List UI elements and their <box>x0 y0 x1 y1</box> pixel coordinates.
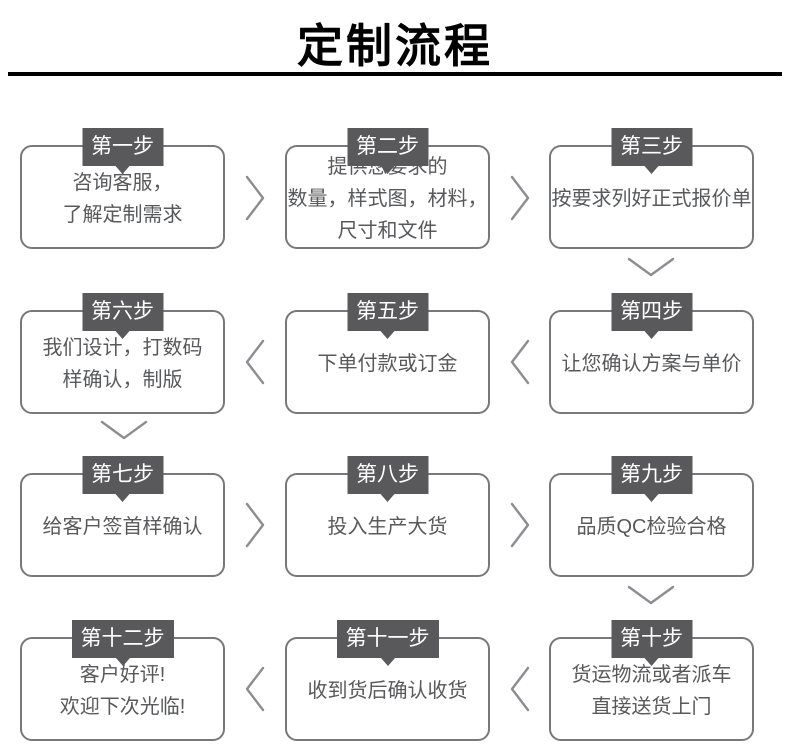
step-badge-label: 第十步 <box>620 627 683 650</box>
step-badge-label: 第三步 <box>620 135 683 158</box>
step-badge-label: 第一步 <box>91 135 154 158</box>
step-card-6: 我们设计，打数码 样确认，制版 第六步 <box>20 293 225 414</box>
chevron-down-icon <box>626 584 676 606</box>
step-badge-12: 第十二步 <box>71 620 174 666</box>
badge-notch-icon <box>644 658 659 673</box>
chevron-down-icon <box>626 256 676 278</box>
step-badge-label: 第十一步 <box>345 627 430 650</box>
step-badge-6: 第六步 <box>82 293 163 339</box>
step-badge-4: 第四步 <box>611 293 692 339</box>
badge-notch-icon <box>644 494 659 509</box>
badge-notch-icon <box>115 658 130 673</box>
step-badge-2: 第二步 <box>347 128 428 174</box>
step-card-11: 收到货后确认收货 第十一步 <box>285 620 490 741</box>
step-text: 数量，样式图，材料， <box>287 188 488 210</box>
step-box-2: 提供您要求的 数量，样式图，材料， 尺寸和文件 <box>285 145 490 249</box>
step-text: 投入生产大货 <box>327 516 448 538</box>
chevron-down-icon <box>99 419 149 441</box>
step-badge-5: 第五步 <box>347 293 428 339</box>
step-card-7: 给客户签首样确认 第七步 <box>20 456 225 577</box>
step-text: 咨询客服， <box>72 172 173 194</box>
chevron-right-icon <box>244 501 266 549</box>
step-badge-8: 第八步 <box>347 456 428 502</box>
step-badge-label: 第九步 <box>620 463 683 486</box>
badge-notch-icon <box>115 494 130 509</box>
step-box-8: 投入生产大货 <box>285 473 490 577</box>
step-badge-1: 第一步 <box>82 128 163 174</box>
step-badge-label: 第六步 <box>91 300 154 323</box>
step-text: 样确认，制版 <box>62 369 183 391</box>
step-box-5: 下单付款或订金 <box>285 310 490 414</box>
step-badge-9: 第九步 <box>611 456 692 502</box>
chevron-left-icon <box>509 338 531 386</box>
step-text: 收到货后确认收货 <box>307 680 468 702</box>
step-box-10: 货运物流或者派车 直接送货上门 <box>549 637 754 741</box>
step-text: 下单付款或订金 <box>317 353 458 375</box>
badge-notch-icon <box>380 494 395 509</box>
step-text: 欢迎下次光临! <box>59 696 186 718</box>
step-badge-label: 第五步 <box>356 300 419 323</box>
step-badge-7: 第七步 <box>82 456 163 502</box>
step-badge-label: 第八步 <box>356 463 419 486</box>
step-text: 我们设计，打数码 <box>42 337 203 359</box>
badge-notch-icon <box>380 166 395 181</box>
badge-notch-icon <box>380 331 395 346</box>
chevron-left-icon <box>509 665 531 713</box>
badge-notch-icon <box>115 331 130 346</box>
step-text: 了解定制需求 <box>62 204 183 226</box>
step-card-1: 咨询客服， 了解定制需求 第一步 <box>20 128 225 249</box>
badge-notch-icon <box>115 166 130 181</box>
step-card-5: 下单付款或订金 第五步 <box>285 293 490 414</box>
step-card-3: 按要求列好正式报价单 第三步 <box>549 128 754 249</box>
step-text: 让您确认方案与单价 <box>561 353 742 375</box>
chevron-left-icon <box>244 665 266 713</box>
step-badge-label: 第二步 <box>356 135 419 158</box>
step-badge-label: 第四步 <box>620 300 683 323</box>
step-text: 货运物流或者派车 <box>571 664 732 686</box>
chevron-right-icon <box>509 501 531 549</box>
step-card-12: 客户好评! 欢迎下次光临! 第十二步 <box>20 620 225 741</box>
step-text: 直接送货上门 <box>591 696 712 718</box>
step-text: 客户好评! <box>79 664 166 686</box>
step-text: 给客户签首样确认 <box>42 516 203 538</box>
badge-notch-icon <box>644 331 659 346</box>
step-badge-label: 第七步 <box>91 463 154 486</box>
step-card-2: 提供您要求的 数量，样式图，材料， 尺寸和文件 第二步 <box>285 128 490 249</box>
step-card-4: 让您确认方案与单价 第四步 <box>549 293 754 414</box>
chevron-left-icon <box>244 338 266 386</box>
step-badge-11: 第十一步 <box>336 620 439 666</box>
step-text: 品质QC检验合格 <box>576 516 727 538</box>
step-text: 尺寸和文件 <box>337 220 438 242</box>
chevron-right-icon <box>509 174 531 222</box>
step-text: 按要求列好正式报价单 <box>551 188 752 210</box>
chevron-right-icon <box>244 174 266 222</box>
step-card-10: 货运物流或者派车 直接送货上门 第十步 <box>549 620 754 741</box>
step-badge-10: 第十步 <box>611 620 692 666</box>
step-card-8: 投入生产大货 第八步 <box>285 456 490 577</box>
step-badge-label: 第十二步 <box>80 627 165 650</box>
badge-notch-icon <box>644 166 659 181</box>
step-badge-3: 第三步 <box>611 128 692 174</box>
step-card-9: 品质QC检验合格 第九步 <box>549 456 754 577</box>
page-title: 定制流程 <box>297 20 493 72</box>
badge-notch-icon <box>380 658 395 673</box>
title-divider <box>8 72 782 76</box>
